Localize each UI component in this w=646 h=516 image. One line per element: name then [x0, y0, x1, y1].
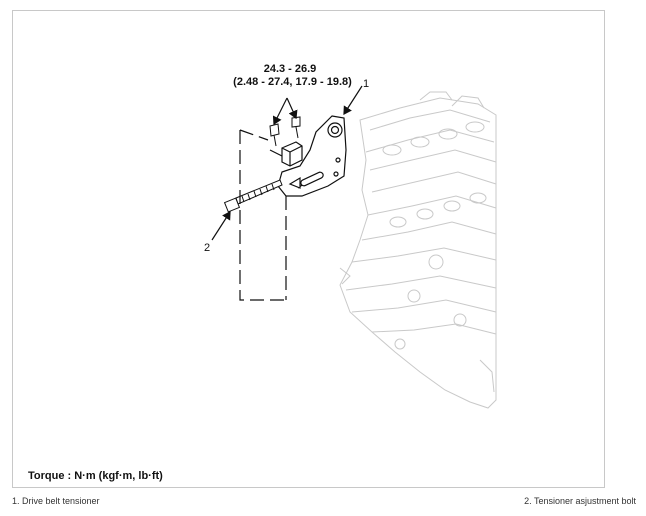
legend-item-2: 2. Tensioner asjustment bolt — [524, 496, 636, 506]
assembly-guide-lines — [239, 129, 287, 301]
callout-number-2: 2 — [204, 242, 211, 254]
upper-bolts — [269, 116, 301, 147]
callout-number-1: 1 — [363, 78, 370, 90]
legend-item-1: 1. Drive belt tensioner — [12, 496, 100, 506]
engine-block — [339, 91, 497, 409]
adjustment-bolt — [223, 179, 283, 213]
torque-detail-label: (2.48 - 27.4, 17.9 - 19.8) — [233, 76, 352, 88]
tensioner-block — [281, 141, 303, 167]
torque-range-label: 24.3 - 26.9 — [263, 63, 317, 75]
figure-frame — [12, 10, 605, 488]
torque-units-caption: Torque : N·m (kgf·m, lb·ft) — [28, 470, 163, 482]
leader-arrows — [211, 85, 363, 241]
drive-belt-tensioner — [277, 115, 347, 197]
